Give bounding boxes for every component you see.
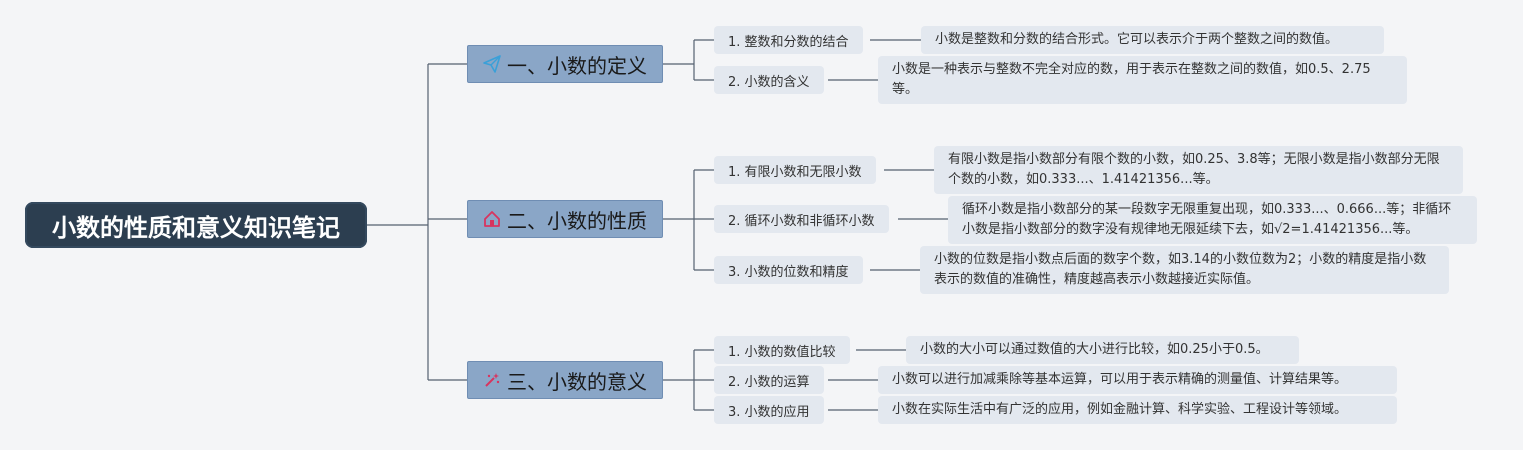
detail-node[interactable]: 小数的位数是指小数点后面的数字个数，如3.14的小数位数为2；小数的精度是指小数… — [920, 246, 1449, 294]
branch-label: 三、小数的意义 — [507, 369, 647, 394]
subtopic-node[interactable]: 1. 整数和分数的结合 — [714, 26, 863, 54]
subtopic-label: 1. 小数的数值比较 — [728, 344, 836, 360]
detail-text: 小数可以进行加减乘除等基本运算，可以用于表示精确的测量值、计算结果等。 — [892, 372, 1348, 387]
detail-node[interactable]: 小数可以进行加减乘除等基本运算，可以用于表示精确的测量值、计算结果等。 — [878, 366, 1397, 394]
detail-node[interactable]: 有限小数是指小数部分有限个数的小数，如0.25、3.8等；无限小数是指小数部分无… — [934, 146, 1463, 194]
subtopic-node[interactable]: 3. 小数的位数和精度 — [714, 256, 863, 284]
detail-node[interactable]: 小数在实际生活中有广泛的应用，例如金融计算、科学实验、工程设计等领域。 — [878, 396, 1397, 424]
branch-label: 一、小数的定义 — [507, 53, 647, 78]
detail-text: 小数是一种表示与整数不完全对应的数，用于表示在整数之间的数值，如0.5、2.75… — [892, 62, 1371, 97]
root-node[interactable]: 小数的性质和意义知识笔记 — [25, 202, 367, 248]
subtopic-node[interactable]: 2. 循环小数和非循环小数 — [714, 205, 889, 233]
detail-text: 有限小数是指小数部分有限个数的小数，如0.25、3.8等；无限小数是指小数部分无… — [948, 152, 1440, 187]
paper-plane-icon — [483, 55, 501, 73]
detail-text: 小数的大小可以通过数值的大小进行比较，如0.25小于0.5。 — [920, 342, 1269, 357]
subtopic-node[interactable]: 3. 小数的应用 — [714, 396, 824, 424]
subtopic-label: 1. 有限小数和无限小数 — [728, 164, 862, 180]
branch-definition[interactable]: 一、小数的定义 — [467, 45, 663, 83]
magic-wand-icon — [483, 371, 501, 389]
branch-label: 二、小数的性质 — [507, 208, 647, 233]
subtopic-label: 3. 小数的应用 — [728, 404, 810, 420]
branch-meaning[interactable]: 三、小数的意义 — [467, 361, 663, 399]
branch-properties[interactable]: 二、小数的性质 — [467, 200, 663, 238]
detail-node[interactable]: 小数是整数和分数的结合形式。它可以表示介于两个整数之间的数值。 — [921, 26, 1384, 54]
home-icon — [483, 210, 501, 228]
subtopic-node[interactable]: 2. 小数的运算 — [714, 366, 824, 394]
detail-node[interactable]: 小数的大小可以通过数值的大小进行比较，如0.25小于0.5。 — [906, 336, 1299, 364]
subtopic-label: 1. 整数和分数的结合 — [728, 34, 849, 50]
subtopic-label: 2. 小数的运算 — [728, 374, 810, 390]
detail-node[interactable]: 小数是一种表示与整数不完全对应的数，用于表示在整数之间的数值，如0.5、2.75… — [878, 56, 1407, 104]
subtopic-label: 2. 循环小数和非循环小数 — [728, 213, 875, 229]
subtopic-label: 2. 小数的含义 — [728, 74, 810, 90]
subtopic-node[interactable]: 2. 小数的含义 — [714, 66, 824, 94]
detail-node[interactable]: 循环小数是指小数部分的某一段数字无限重复出现，如0.333...、0.666..… — [948, 196, 1477, 244]
subtopic-node[interactable]: 1. 有限小数和无限小数 — [714, 156, 876, 184]
subtopic-node[interactable]: 1. 小数的数值比较 — [714, 336, 850, 364]
detail-text: 小数是整数和分数的结合形式。它可以表示介于两个整数之间的数值。 — [935, 32, 1339, 47]
root-title: 小数的性质和意义知识笔记 — [52, 213, 340, 242]
detail-text: 小数的位数是指小数点后面的数字个数，如3.14的小数位数为2；小数的精度是指小数… — [934, 252, 1427, 287]
detail-text: 小数在实际生活中有广泛的应用，例如金融计算、科学实验、工程设计等领域。 — [892, 402, 1348, 417]
detail-text: 循环小数是指小数部分的某一段数字无限重复出现，如0.333...、0.666..… — [962, 202, 1452, 237]
subtopic-label: 3. 小数的位数和精度 — [728, 264, 849, 280]
